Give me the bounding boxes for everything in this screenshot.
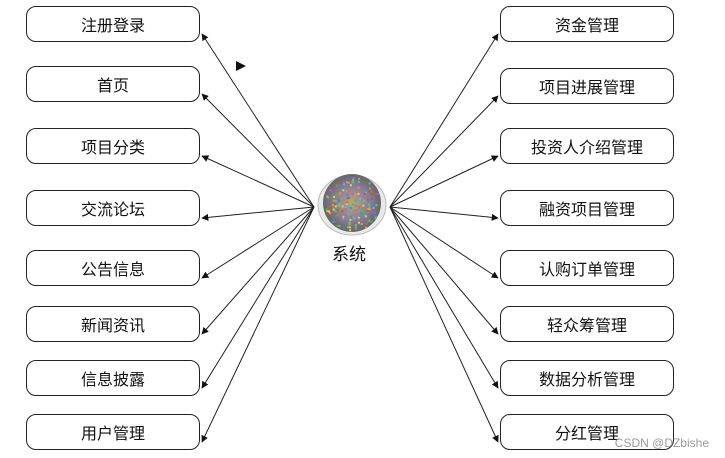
connector-left-1 <box>201 33 315 208</box>
connector-right-5 <box>389 206 499 279</box>
connector-left-7 <box>201 206 315 389</box>
connector-right-1 <box>389 33 499 208</box>
connector-right-2 <box>389 95 499 208</box>
right-node-5: 认购订单管理 <box>500 250 674 286</box>
left-node-2: 首页 <box>26 66 200 102</box>
connector-right-4 <box>389 206 499 221</box>
connector-right-8 <box>389 206 499 443</box>
right-node-6: 轻众筹管理 <box>500 306 674 342</box>
center-label: 系统 <box>332 245 366 265</box>
connector-right-7 <box>389 206 499 389</box>
center-image <box>317 174 387 236</box>
left-node-3: 项目分类 <box>26 128 200 164</box>
right-node-2: 项目进展管理 <box>500 68 674 104</box>
connector-right-3 <box>389 155 499 208</box>
connector-left-5 <box>201 206 315 279</box>
connector-left-6 <box>201 206 315 335</box>
connector-left-4 <box>201 206 315 221</box>
right-node-8: 分红管理 <box>500 414 674 450</box>
right-node-4: 融资项目管理 <box>500 190 674 226</box>
connector-left-8 <box>201 206 315 443</box>
watermark: CSDN @DZbishe <box>614 436 709 450</box>
left-node-1: 注册登录 <box>26 6 200 42</box>
connector-left-3 <box>201 155 315 208</box>
right-node-3: 投资人介绍管理 <box>500 128 674 164</box>
left-node-8: 用户管理 <box>26 414 200 450</box>
left-node-6: 新闻资讯 <box>26 306 200 342</box>
connector-right-6 <box>389 206 499 335</box>
right-node-1: 资金管理 <box>500 6 674 42</box>
stray-arrowhead <box>236 61 246 71</box>
right-node-7: 数据分析管理 <box>500 360 674 396</box>
left-node-5: 公告信息 <box>26 250 200 286</box>
left-node-4: 交流论坛 <box>26 190 200 226</box>
connector-left-2 <box>201 93 315 208</box>
left-node-7: 信息披露 <box>26 360 200 396</box>
